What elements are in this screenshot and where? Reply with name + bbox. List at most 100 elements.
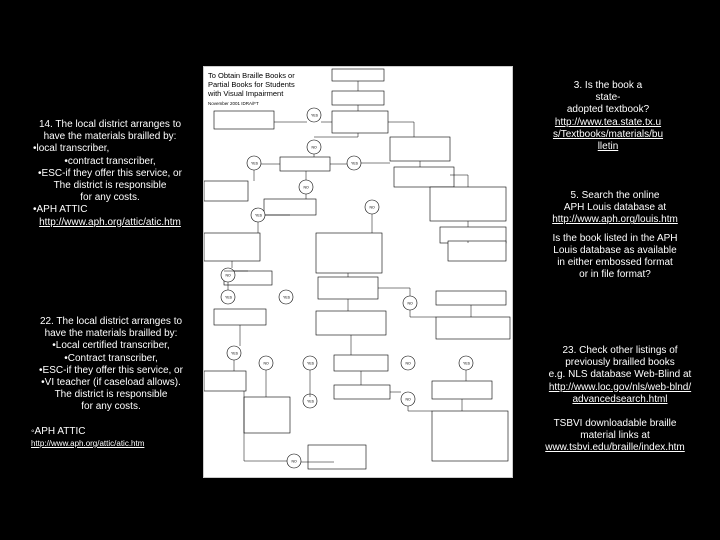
flowchart-page: To Obtain Braille Books or Partial Books…	[203, 66, 513, 478]
flow-box-6	[393, 166, 455, 188]
callout-23-line: previously brailled books	[565, 357, 675, 369]
flow-box-21	[333, 354, 389, 372]
yes-label: YES	[351, 162, 359, 166]
nls-webblind-link[interactable]: http://www.loc.gov/nls/web-blnd/advanced…	[548, 381, 692, 405]
flow-box-7	[279, 156, 331, 172]
aph-attic-link-2[interactable]: http://www.aph.org/attic/atic.htm	[31, 439, 145, 449]
yes-label: YES	[251, 162, 259, 166]
yes-circle	[306, 107, 322, 123]
callout-22-line: •Contract transcriber,	[64, 352, 158, 364]
no-label: NO	[312, 146, 318, 150]
callout-14-line: •APH ATTIC	[33, 204, 88, 216]
flow-box-25	[243, 396, 291, 434]
no-label: NO	[406, 398, 412, 402]
aph-attic-link[interactable]: http://www.aph.org/attic/atic.htm	[39, 216, 181, 228]
yes-label: YES	[255, 214, 263, 218]
callout-22-line: ◦APH ATTIC	[31, 425, 86, 437]
callout-5-line: 5. Search the online	[570, 190, 660, 201]
tsbvi-braille-link[interactable]: www.tsbvi.edu/braille/index.htm	[545, 442, 685, 454]
flow-box-5	[389, 136, 451, 162]
flow-box-18	[213, 308, 267, 326]
callout-tsbvi-line: TSBVI downloadable braille	[553, 418, 677, 429]
flow-box-2	[331, 90, 385, 106]
callout-5-question: Louis database as available	[553, 244, 677, 256]
flow-box-10	[204, 180, 249, 202]
flow-box-23	[333, 384, 391, 400]
callout-3-line: 3. Is the book a	[573, 80, 643, 91]
no-label: NO	[406, 362, 412, 366]
flow-connector	[233, 273, 472, 463]
callout-step-23: 23. Check other listings of previously b…	[548, 345, 692, 407]
flow-connector	[274, 81, 469, 243]
callout-5-question: Is the book listed in the APH	[552, 232, 678, 244]
callout-tsbvi-line: material links at	[580, 430, 650, 442]
callout-22-line: •Local certified transcriber,	[52, 340, 170, 352]
callout-14-line: •ESC-if they offer this service, or	[38, 167, 182, 179]
callout-14-line: •local transcriber,	[33, 143, 110, 155]
no-label: NO	[304, 186, 310, 190]
yes-label: YES	[463, 362, 471, 366]
flow-box-9	[439, 226, 507, 244]
flow-box-1	[331, 68, 385, 82]
flow-box-4	[213, 110, 275, 130]
callout-22-line: for any costs.	[81, 401, 141, 413]
flow-box-27	[307, 444, 367, 470]
callout-22-line: have the materials brailled by:	[44, 328, 178, 340]
flow-box-22	[204, 370, 247, 392]
flow-box-12	[204, 232, 261, 262]
callout-14-line: The district is responsible	[53, 180, 167, 192]
flowchart-title: with Visual Impairment	[207, 89, 284, 98]
callout-5-question: or in file format?	[579, 269, 651, 281]
flow-box-8	[429, 186, 507, 222]
yes-label: YES	[283, 296, 291, 300]
flow-connector	[224, 154, 390, 290]
yes-circle	[278, 289, 294, 305]
yes-label: YES	[307, 362, 315, 366]
flow-box-16	[317, 276, 379, 300]
flowchart-title: Partial Books for Students	[208, 80, 295, 89]
yes-label: YES	[231, 352, 239, 356]
callout-22-line: •ESC-if they offer this service, or	[39, 364, 183, 376]
yes-label: YES	[311, 114, 319, 118]
callout-22-line: The district is responsible	[54, 389, 168, 401]
flow-box-20	[435, 316, 511, 340]
callout-22-line	[31, 414, 191, 426]
callout-step-3: 3. Is the book a state- adopted textbook…	[552, 80, 664, 154]
flowchart-title: To Obtain Braille Books or	[208, 71, 295, 80]
callout-5-line: APH Louis database at	[563, 202, 667, 214]
flow-box-11	[263, 198, 317, 216]
tea-textbooks-link[interactable]: http://www.tea.state.tx.us/Textbooks/mat…	[552, 116, 664, 153]
flow-box-3	[331, 110, 389, 134]
no-label: NO	[370, 206, 376, 210]
no-circle	[400, 355, 416, 371]
callout-3-line: state-	[595, 92, 621, 104]
no-label: NO	[408, 302, 414, 306]
callout-step-5: 5. Search the online APH Louis database …	[540, 190, 690, 286]
callout-14-line: •contract transcriber,	[64, 155, 156, 167]
no-label: NO	[226, 274, 232, 278]
callout-23-line: 23. Check other listings of	[562, 345, 678, 356]
callout-tsbvi: TSBVI downloadable braille material link…	[540, 418, 690, 458]
flow-box-17	[435, 290, 507, 306]
no-label: NO	[264, 362, 270, 366]
flow-box-14	[447, 240, 507, 262]
flow-box-13	[315, 232, 383, 274]
yes-label: YES	[307, 400, 315, 404]
callout-3-line: adopted textbook?	[566, 104, 650, 116]
flow-box-24	[431, 380, 493, 400]
callout-22-line: 22. The local district arranges to	[39, 316, 183, 327]
flowchart-date: November 2001 IDRA/FT	[208, 101, 259, 106]
callout-14-line: for any costs.	[80, 192, 140, 204]
flow-box-26	[431, 410, 509, 462]
no-label: NO	[292, 460, 298, 464]
flow-box-19	[315, 310, 387, 336]
callout-5-question: in either embossed format	[557, 257, 673, 269]
callout-14-line: 14. The local district arranges to	[38, 119, 182, 130]
callout-22-line: •VI teacher (if caseload allows).	[41, 377, 181, 389]
flowchart-diagram: To Obtain Braille Books or Partial Books…	[204, 68, 511, 470]
callout-14-line: have the materials brailled by:	[43, 131, 177, 143]
aph-louis-link[interactable]: http://www.aph.org/louis.htm	[552, 214, 678, 226]
callout-23-line: e.g. NLS database Web-Blind at	[548, 369, 692, 381]
callout-step-22: 22. The local district arranges to have …	[30, 315, 192, 449]
callout-step-14: 14. The local district arranges to have …	[28, 118, 192, 230]
